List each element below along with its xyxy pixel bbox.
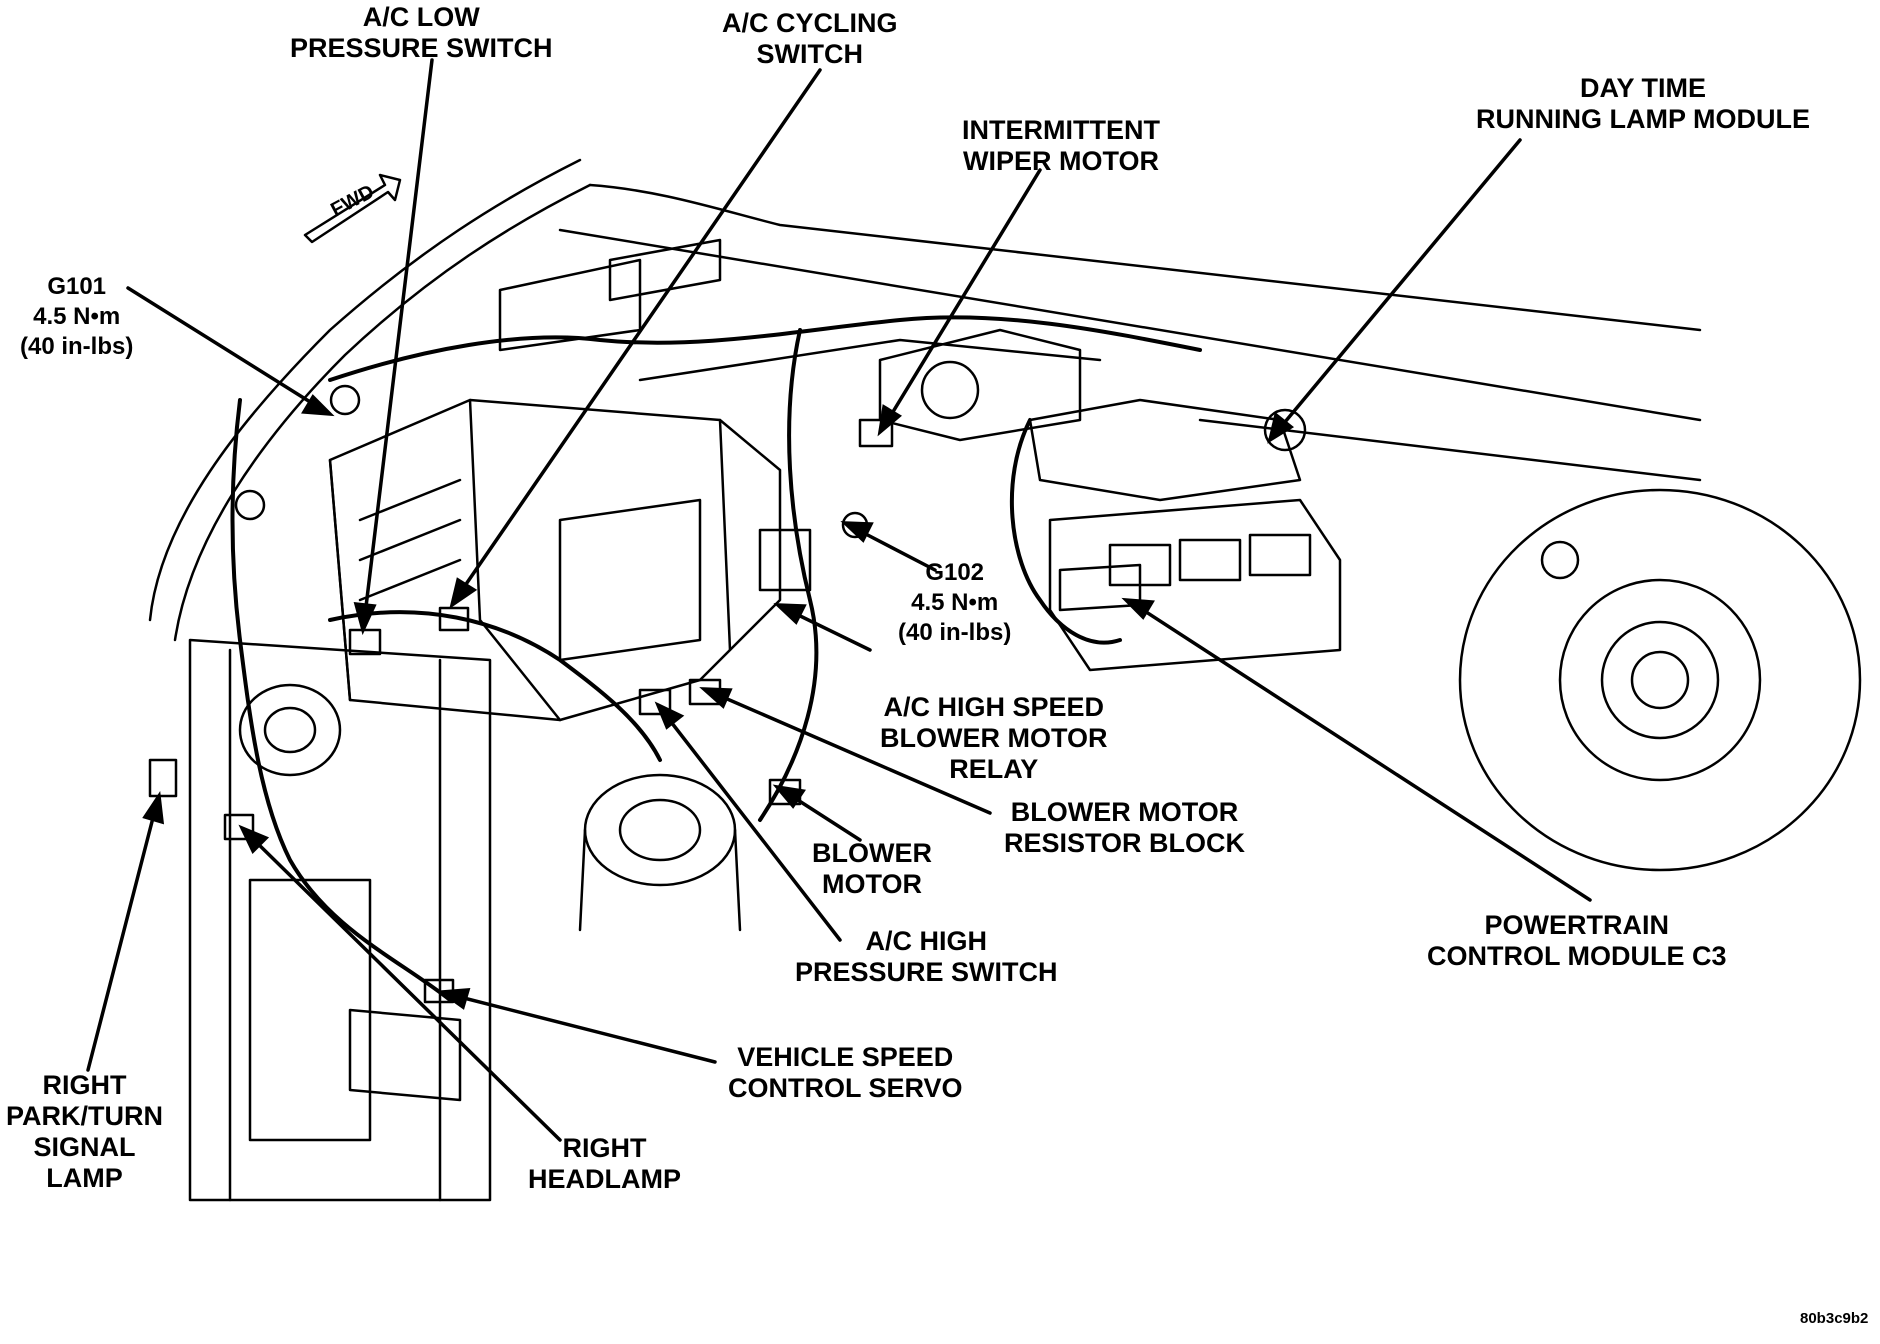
label-right-headlamp: RIGHT HEADLAMP: [528, 1133, 681, 1195]
leader-right-headlamp: [238, 824, 562, 1142]
label-line: PRESSURE SWITCH: [290, 33, 553, 63]
label-line: G101: [47, 273, 107, 300]
label-ac-low-pressure-switch: A/C LOW PRESSURE SWITCH: [290, 2, 553, 64]
leader-ac-high-pressure-switch: [654, 701, 842, 942]
leader-g102: [840, 521, 937, 572]
leader-intermittent-wiper-motor: [877, 168, 1042, 437]
label-line: (40 in-lbs): [20, 333, 134, 360]
label-line: HEADLAMP: [528, 1164, 681, 1194]
figure-code: 80b3c9b2: [1800, 1310, 1869, 1327]
label-line: SWITCH: [756, 39, 863, 69]
label-drl-module: DAY TIME RUNNING LAMP MODULE: [1476, 73, 1810, 135]
leader-vehicle-speed-servo: [437, 988, 717, 1064]
label-line: PRESSURE SWITCH: [795, 957, 1058, 987]
label-line: 4.5 N•m: [33, 303, 121, 330]
label-line: SIGNAL: [33, 1132, 136, 1162]
leader-blower-resistor: [699, 687, 992, 815]
label-pcm-c3: POWERTRAIN CONTROL MODULE C3: [1427, 910, 1727, 972]
label-line: WIPER MOTOR: [962, 146, 1159, 176]
label-line: A/C HIGH: [865, 926, 988, 956]
firewall-components: [878, 328, 1302, 502]
leader-blower-motor: [772, 784, 862, 842]
label-line: POWERTRAIN: [1484, 910, 1670, 940]
label-line: INTERMITTENT: [962, 115, 1160, 145]
leader-ac-cycling-switch: [449, 68, 822, 609]
label-g102: G102 4.5 N•m (40 in-lbs): [898, 558, 1011, 648]
label-line: RIGHT: [562, 1133, 647, 1163]
connectors: [148, 384, 1307, 1004]
label-line: A/C CYCLING: [722, 8, 898, 38]
leader-pcm-c3: [1121, 597, 1592, 902]
label-blower-resistor: BLOWER MOTOR RESISTOR BLOCK: [1004, 797, 1245, 859]
label-vehicle-speed-servo: VEHICLE SPEED CONTROL SERVO: [728, 1042, 963, 1104]
label-line: RELAY: [949, 754, 1039, 784]
label-line: MOTOR: [821, 869, 922, 899]
label-line: LAMP: [46, 1163, 123, 1193]
label-line: RIGHT: [42, 1070, 127, 1100]
label-line: (40 in-lbs): [898, 619, 1012, 646]
label-line: CONTROL MODULE C3: [1427, 941, 1727, 971]
leader-ac-high-speed-relay: [773, 603, 872, 652]
leader-drl-module: [1267, 138, 1522, 444]
label-right-park-turn: RIGHT PARK/TURN SIGNAL LAMP: [6, 1070, 163, 1194]
label-line: DAY TIME: [1579, 73, 1707, 103]
label-g101: G101 4.5 N•m (40 in-lbs): [20, 272, 133, 362]
leader-right-park-turn: [86, 791, 165, 1072]
wheel: [1458, 488, 1862, 872]
label-line: BLOWER MOTOR: [880, 723, 1108, 753]
leader-ac-low-pressure-switch: [353, 58, 434, 636]
label-line: G102: [925, 559, 985, 586]
label-line: PARK/TURN: [6, 1101, 163, 1131]
pcm-module: [1048, 498, 1342, 672]
label-line: RESISTOR BLOCK: [1004, 828, 1246, 858]
label-ac-cycling-switch: A/C CYCLING SWITCH: [722, 8, 898, 70]
leader-g101: [126, 286, 335, 417]
label-line: A/C LOW: [362, 2, 480, 32]
label-line: BLOWER MOTOR: [1010, 797, 1239, 827]
fwd-arrow-icon: [303, 173, 402, 244]
cowl-panel: [498, 238, 1102, 382]
label-line: 4.5 N•m: [911, 589, 999, 616]
label-line: VEHICLE SPEED: [737, 1042, 954, 1072]
label-line: RUNNING LAMP MODULE: [1476, 104, 1810, 134]
label-line: A/C HIGH SPEED: [883, 692, 1105, 722]
label-blower-motor: BLOWER MOTOR: [812, 838, 932, 900]
label-line: BLOWER: [812, 838, 932, 868]
label-line: CONTROL SERVO: [728, 1073, 963, 1103]
blower-motor-body: [578, 773, 742, 932]
label-ac-high-speed-relay: A/C HIGH SPEED BLOWER MOTOR RELAY: [880, 692, 1107, 785]
label-ac-high-pressure-switch: A/C HIGH PRESSURE SWITCH: [795, 926, 1058, 988]
hvac-housing: [328, 398, 782, 722]
label-intermittent-wiper-motor: INTERMITTENT WIPER MOTOR: [962, 115, 1160, 177]
radiator-support: [188, 638, 492, 1202]
wiring-harness: [230, 315, 1202, 1002]
